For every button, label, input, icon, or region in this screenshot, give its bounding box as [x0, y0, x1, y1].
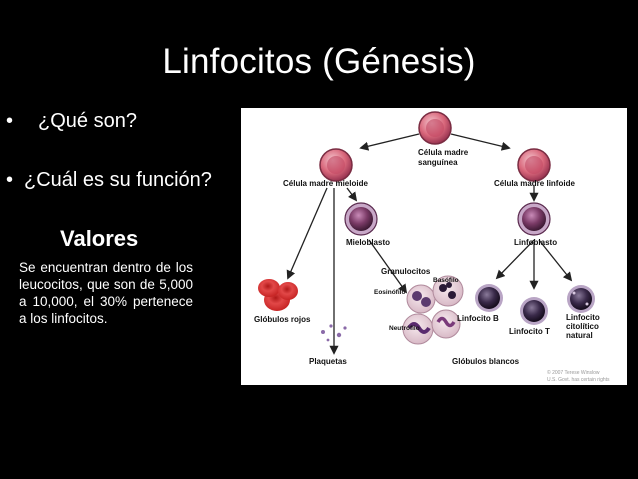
label-nk-cell-1: Linfocito [566, 313, 600, 322]
stem-cell [418, 111, 452, 145]
label-red-cells: Glóbulos rojos [254, 315, 311, 324]
label-stem-cell: Célula madre [418, 148, 469, 157]
label-granulocytes: Granulocitos [381, 267, 431, 276]
diagram-reflection: Célula madre sanguínea Célula madre miel… [241, 388, 627, 479]
copyright: © 2007 Terese Winslow U.S. Govt. has cer… [547, 369, 610, 383]
lymphoblast-cell [517, 202, 551, 236]
hematopoiesis-diagram: Célula madre sanguínea Célula madre miel… [241, 108, 627, 385]
bullet-marker: • [6, 169, 14, 191]
label-b-lymphocyte: Linfocito B [457, 314, 499, 323]
copyright-line-2: U.S. Govt. has certain rights [547, 377, 610, 383]
bullet-text: ¿Cuál es su función? [24, 169, 212, 191]
platelets [321, 324, 347, 342]
label-white-cells: Glóbulos blancos [452, 357, 520, 366]
subheading-valores: Valores [60, 226, 139, 251]
arrow-to-lymphoid [450, 133, 511, 151]
label-t-lymphocyte: Linfocito T [509, 327, 550, 336]
copyright-line-1: © 2007 Terese Winslow [547, 369, 600, 376]
arrows [286, 133, 573, 355]
granulocytes [402, 275, 464, 345]
bullet-text: ¿Qué son? [38, 110, 137, 132]
diagram-svg: Célula madre sanguínea Célula madre miel… [254, 111, 610, 383]
arrow-to-b-cell [495, 239, 535, 280]
label-stem-cell-2: sanguínea [418, 158, 458, 167]
myeloblast-cell [344, 202, 378, 236]
lymphoid-stem-cell [517, 148, 551, 182]
myeloid-stem-cell [319, 148, 353, 182]
bullet-cual-es-su-funcion: • ¿Cuál es su función? [6, 169, 212, 192]
label-nk-cell-3: natural [566, 331, 593, 340]
nk-cell [567, 285, 595, 313]
arrow-to-granulocytes [368, 239, 408, 294]
arrow-to-nk-cell [538, 239, 573, 282]
t-lymphocyte [520, 297, 548, 325]
label-myeloblast: Mieloblasto [346, 238, 390, 247]
red-blood-cells [258, 279, 298, 311]
label-myeloid-stem: Célula madre mieloide [283, 179, 368, 188]
label-eosinophil: Eosinófilo [374, 289, 405, 296]
arrow-to-myeloid [359, 133, 420, 151]
slide-title: Linfocitos (Génesis) [162, 42, 476, 81]
diagram-labels: Célula madre sanguínea Célula madre miel… [254, 148, 600, 366]
label-basophil: Basófilo [433, 277, 459, 284]
label-lymphoid-stem: Célula madre linfoide [494, 179, 575, 188]
label-lymphoblast: Linfoblasto [514, 238, 557, 247]
b-lymphocyte [475, 284, 503, 312]
bullet-marker: • [6, 110, 14, 132]
arrow-to-red-cells [286, 187, 328, 280]
bullet-que-son: • ¿Qué son? [6, 110, 137, 133]
body-paragraph: Se encuentran dentro de los leucocitos, … [19, 260, 193, 326]
arrow-to-myeloblast [346, 187, 358, 202]
label-neutrophil: Neutrófilo [389, 325, 420, 332]
label-platelets: Plaquetas [309, 357, 347, 366]
label-nk-cell-2: citolítico [566, 322, 599, 331]
